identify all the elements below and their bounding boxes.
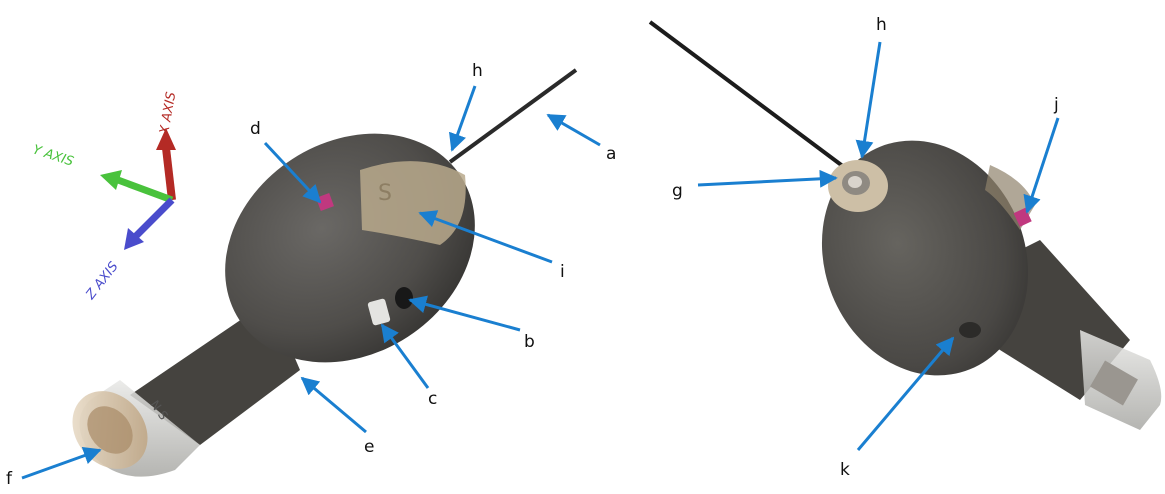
callout-f: f [6, 469, 13, 489]
y-axis-arrowhead [100, 170, 122, 190]
arrow-g [698, 178, 836, 185]
arrow-h-left [452, 86, 475, 150]
callout-i: i [560, 262, 565, 282]
callout-g: g [672, 181, 683, 201]
z-axis-arrow [136, 200, 172, 236]
x-axis-label: X AXIS [157, 91, 179, 137]
callout-c: c [428, 389, 437, 409]
arrow-f [22, 450, 100, 478]
callout-j: j [1053, 95, 1059, 115]
callout-b: b [524, 332, 535, 352]
z-axis-label: Z AXIS [83, 259, 122, 303]
y-axis-arrow [118, 180, 172, 200]
antenna-left [450, 70, 576, 162]
callout-h-right: h [876, 15, 887, 35]
antenna-right [650, 22, 848, 170]
callout-a: a [606, 144, 616, 164]
arrow-j [1027, 118, 1058, 212]
arrow-a [548, 115, 600, 145]
port-k [959, 322, 981, 338]
arrow-h-right [862, 42, 880, 157]
capsule-device-left: N S S [57, 70, 576, 484]
callout-k: k [840, 460, 850, 480]
callout-h-left: h [472, 61, 483, 81]
x-axis-arrow [166, 148, 172, 200]
arrow-e [302, 378, 366, 432]
port-b [395, 287, 413, 309]
svg-text:S: S [378, 181, 392, 206]
coordinate-axes: X AXIS Y AXIS Z AXIS [31, 91, 180, 303]
callout-e: e [364, 437, 374, 457]
capsule-device-right [650, 22, 1161, 430]
callout-d: d [250, 119, 261, 139]
y-axis-label: Y AXIS [31, 143, 76, 170]
